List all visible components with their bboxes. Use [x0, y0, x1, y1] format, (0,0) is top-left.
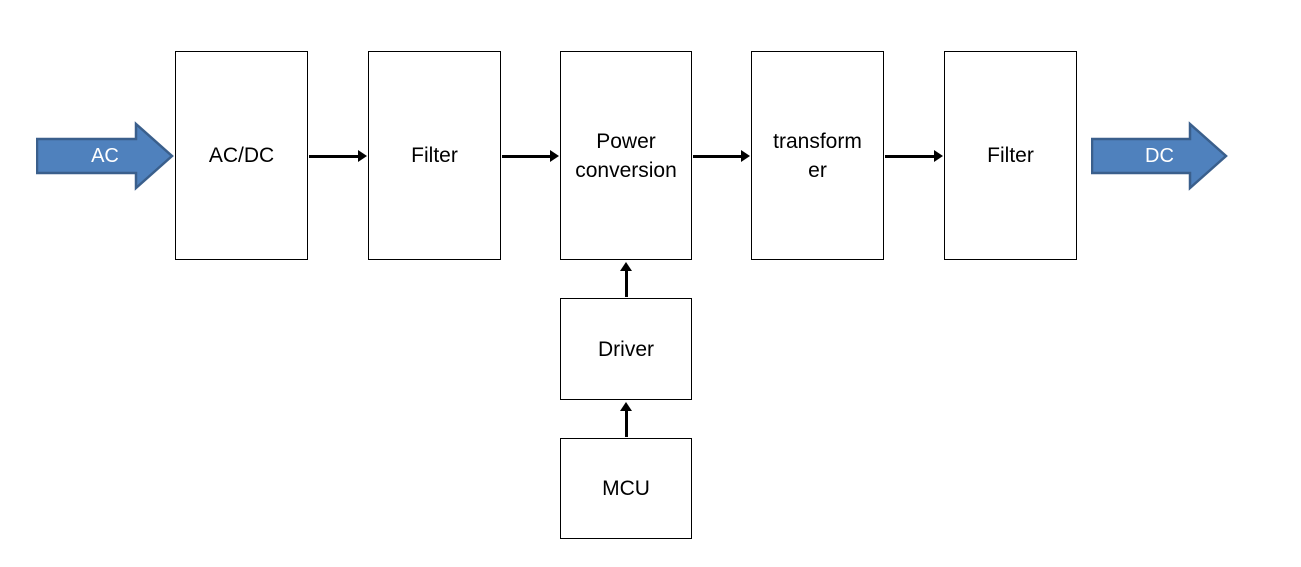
arrow-head-right-icon: [550, 150, 559, 162]
arrow-power-to-transformer-icon: [693, 150, 750, 162]
block-filter-1-label: Filter: [411, 144, 458, 167]
arrow-head-right-icon: [358, 150, 367, 162]
ac-input-arrow-icon: AC: [36, 121, 174, 191]
block-mcu: MCU: [560, 438, 692, 539]
block-filter-1: Filter: [368, 51, 501, 260]
dc-output-label: DC: [1145, 144, 1174, 167]
arrow-acdc-to-filter1-icon: [309, 150, 367, 162]
ac-input-label: AC: [91, 144, 119, 167]
block-power-conversion: Power conversion: [560, 51, 692, 260]
arrow-driver-to-power-icon: [620, 262, 632, 297]
block-transformer-label-line2: er: [808, 158, 827, 182]
arrow-head-up-icon: [620, 262, 632, 271]
block-filter-2-label: Filter: [987, 144, 1034, 167]
arrow-shaft: [693, 154, 742, 158]
dc-output-arrow-icon: DC: [1091, 121, 1228, 191]
block-transformer: transform er: [751, 51, 884, 260]
arrow-head-up-icon: [620, 402, 632, 411]
arrow-head-right-icon: [934, 150, 943, 162]
block-filter-2: Filter: [944, 51, 1077, 260]
block-power-conversion-label-line2: conversion: [575, 158, 677, 182]
arrow-transformer-to-filter2-icon: [885, 150, 943, 162]
right-block-arrow-icon: [36, 121, 174, 191]
arrow-shaft: [309, 154, 359, 158]
arrow-shaft: [502, 154, 551, 158]
block-ac-dc: AC/DC: [175, 51, 308, 260]
block-mcu-label: MCU: [602, 477, 650, 500]
arrow-shaft: [624, 410, 628, 437]
block-power-conversion-label-line1: Power: [596, 129, 656, 153]
block-ac-dc-label: AC/DC: [208, 144, 275, 167]
arrow-mcu-to-driver-icon: [620, 402, 632, 437]
arrow-head-right-icon: [741, 150, 750, 162]
block-driver: Driver: [560, 298, 692, 400]
right-block-arrow-icon: [1091, 121, 1228, 191]
block-transformer-label-line1: transform: [773, 129, 862, 153]
arrow-shaft: [885, 154, 935, 158]
arrow-filter1-to-power-icon: [502, 150, 559, 162]
arrow-shaft: [624, 270, 628, 297]
block-driver-label: Driver: [598, 337, 654, 361]
